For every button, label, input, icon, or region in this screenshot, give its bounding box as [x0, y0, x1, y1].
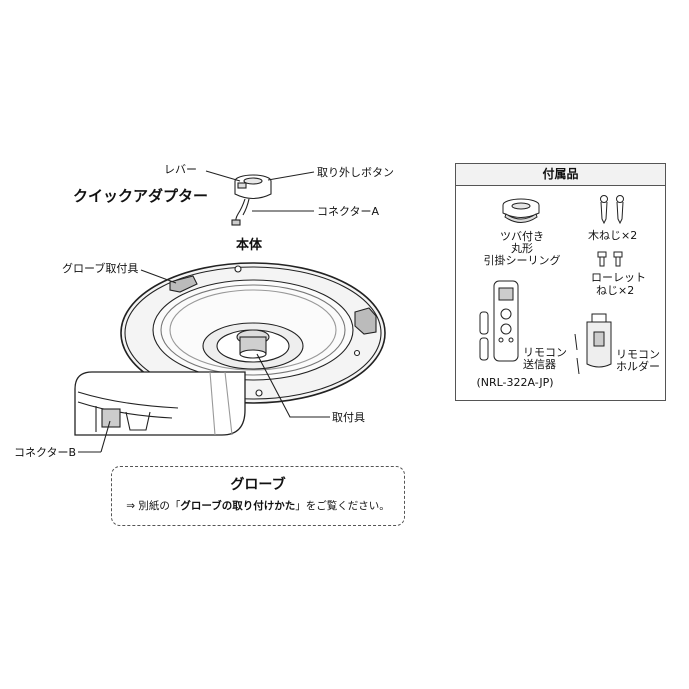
connector-b-label: コネクターB — [14, 446, 77, 459]
remote-control-drawing — [479, 280, 519, 362]
leader-mount — [256, 353, 330, 418]
knurled-screw-label-1: ローレット — [591, 271, 646, 284]
wood-screw-label: 木ねじ×2 — [588, 229, 638, 242]
quick-adapter-title: クイックアダプター — [73, 187, 209, 205]
leader-globe-holder — [140, 269, 177, 284]
holder-label-2: ホルダー — [616, 360, 660, 373]
remote-label-2: 送信器 — [523, 358, 556, 371]
mount-label: 取付具 — [332, 411, 365, 424]
remote-model: (NRL-322A-JP) — [476, 376, 554, 389]
remote-label-1: リモコン — [523, 346, 567, 359]
holder-label-1: リモコン — [616, 348, 660, 361]
accessories-title: 付属品 — [456, 164, 665, 186]
globe-ref-suffix: 」をご覧ください。 — [295, 500, 390, 512]
knurled-screws-drawing — [597, 251, 623, 267]
quick-adapter-drawing — [231, 174, 272, 226]
release-button-label: 取り外しボタン — [317, 166, 394, 179]
globe-ref-bold: グローブの取り付けかた — [180, 500, 296, 512]
ceiling-rose-label-1: ツバ付き — [500, 230, 544, 243]
wood-screws-drawing — [600, 195, 624, 225]
ceiling-rose-label-3: 引掛シーリング — [483, 254, 561, 267]
leader-connector-b-2 — [100, 420, 111, 453]
lever-label: レバー — [164, 163, 197, 176]
globe-title: グローブ — [230, 477, 286, 493]
leader-lever — [205, 170, 241, 182]
connector-inset-drawing — [74, 371, 246, 436]
ceiling-rose-label-2: 丸形 — [511, 242, 533, 255]
knurled-screw-label-2: ねじ×2 — [596, 284, 635, 297]
leader-release-button — [267, 171, 315, 181]
body-title: 本体 — [236, 238, 263, 253]
remote-holder-drawing — [574, 313, 612, 375]
globe-reference-text: ⇒ 別紙の「グローブの取り付けかた」をご覧ください。 — [112, 500, 404, 513]
globe-ref-prefix: ⇒ 別紙の「 — [126, 500, 181, 512]
ceiling-rose-drawing — [502, 198, 540, 223]
connector-a-label: コネクターA — [317, 205, 380, 218]
globe-reference-box: グローブ ⇒ 別紙の「グローブの取り付けかた」をご覧ください。 — [111, 466, 405, 526]
accessories-box: 付属品 ツバ付き 丸形 引掛シーリング 木ねじ×2 ローレット ねじ×2 リモコ… — [455, 163, 666, 401]
globe-holder-label: グローブ取付具 — [62, 262, 139, 275]
